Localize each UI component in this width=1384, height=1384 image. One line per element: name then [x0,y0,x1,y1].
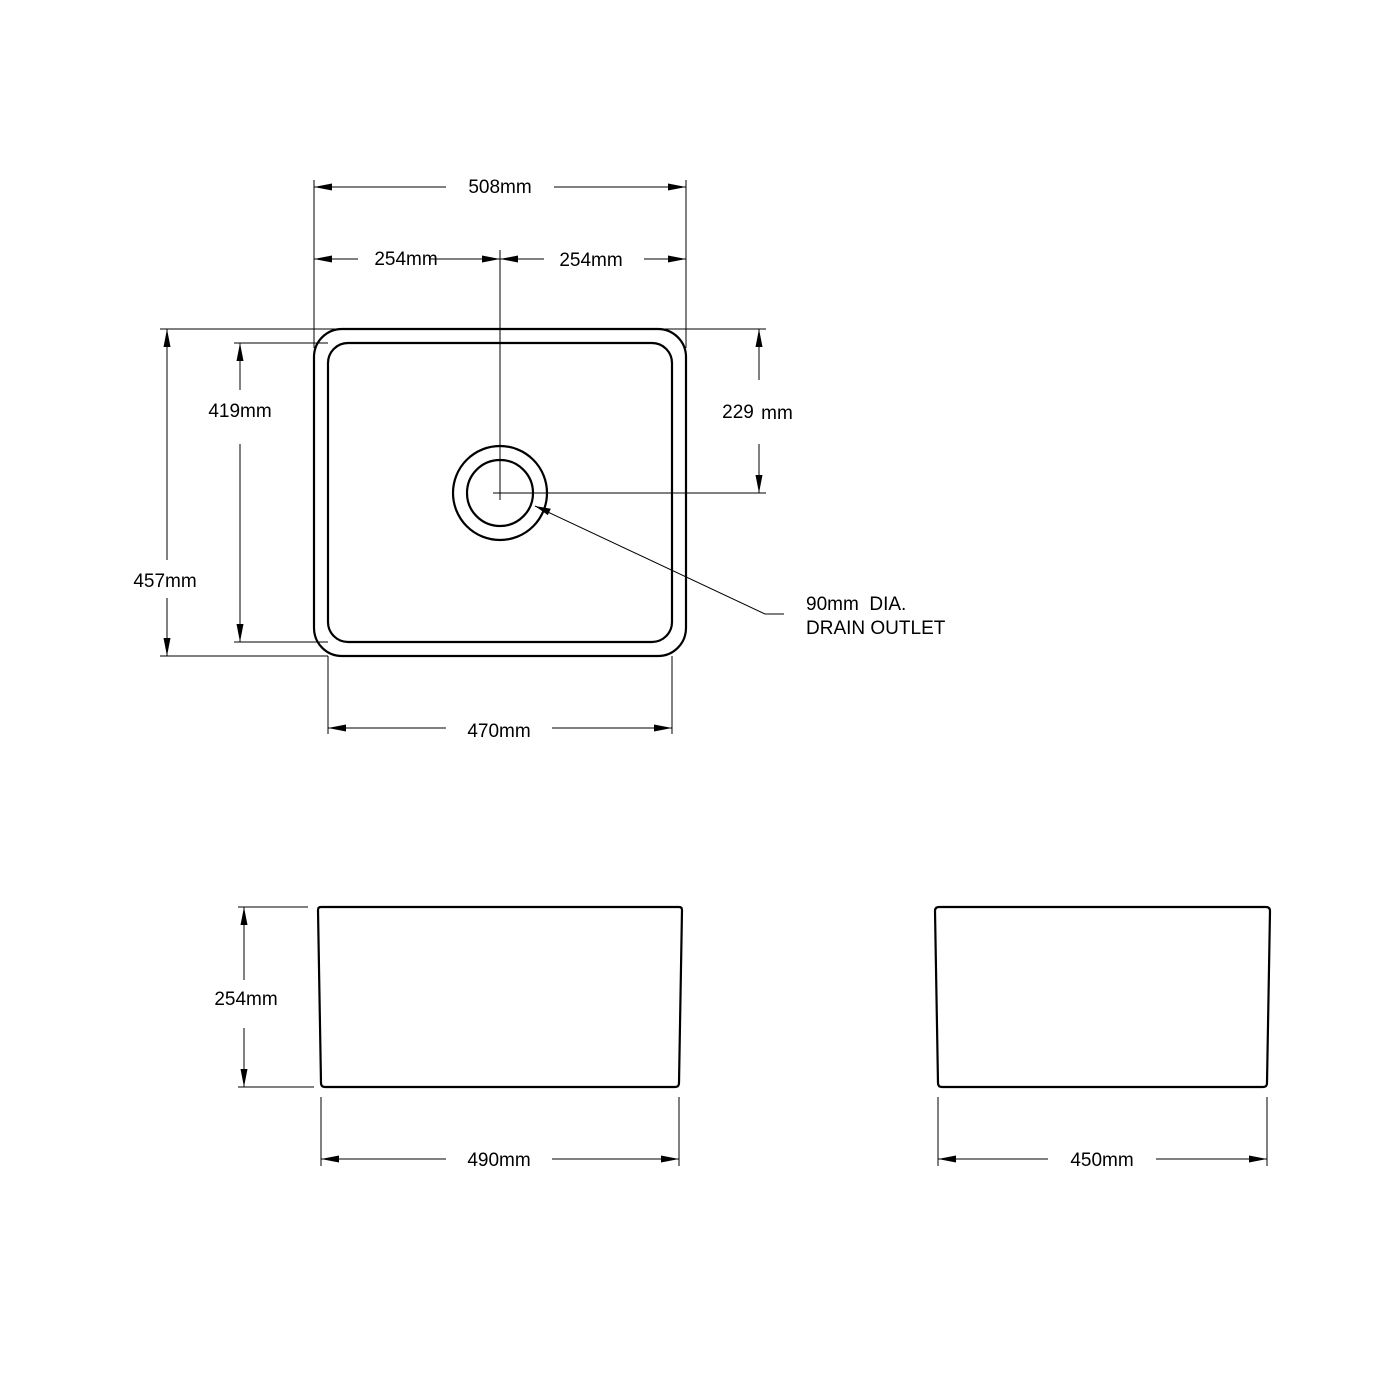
centre-to-right-label: 254mm [559,250,622,271]
drain-leader: 90mm DIA. DRAIN OUTLET [534,505,946,639]
dimension-front-height: 254mm [214,907,278,1087]
dimension-left-to-centre: 254mm [314,249,500,270]
plan-view: 508mm 254mm 254mm 457mm [133,177,945,742]
front-height-label: 254mm [214,989,277,1010]
dimension-front-width: 490mm [321,1150,679,1171]
inner-width-label: 470mm [467,721,530,742]
dimension-overall-depth: 457mm [133,329,197,656]
side-view: 450mm [933,905,1272,1171]
dimension-overall-width: 508mm [314,177,686,198]
overall-depth-label: 457mm [133,571,196,592]
side-width-label: 450mm [1070,1150,1133,1171]
sink-front-outline [316,905,684,1089]
left-to-centre-label: 254mm [374,249,437,270]
dimension-centre-to-right: 254mm [500,250,686,271]
inner-depth-label: 419mm [208,401,271,422]
drain-note-line1: 90mm DIA. [806,594,906,615]
dimension-side-width: 450mm [938,1150,1267,1171]
front-width-label: 490mm [467,1150,530,1171]
dimension-waste-offset: 229 mm [722,329,793,493]
waste-offset-unit: mm [761,403,793,424]
sink-side-outline [933,905,1272,1089]
dimension-inner-width: 470mm [328,721,672,742]
waste-offset-value: 229 [722,402,754,423]
drain-note-line2: DRAIN OUTLET [806,618,946,639]
front-view: 254mm 490mm [214,905,684,1171]
dimension-inner-depth: 419mm [208,343,272,642]
overall-width-label: 508mm [468,177,531,198]
